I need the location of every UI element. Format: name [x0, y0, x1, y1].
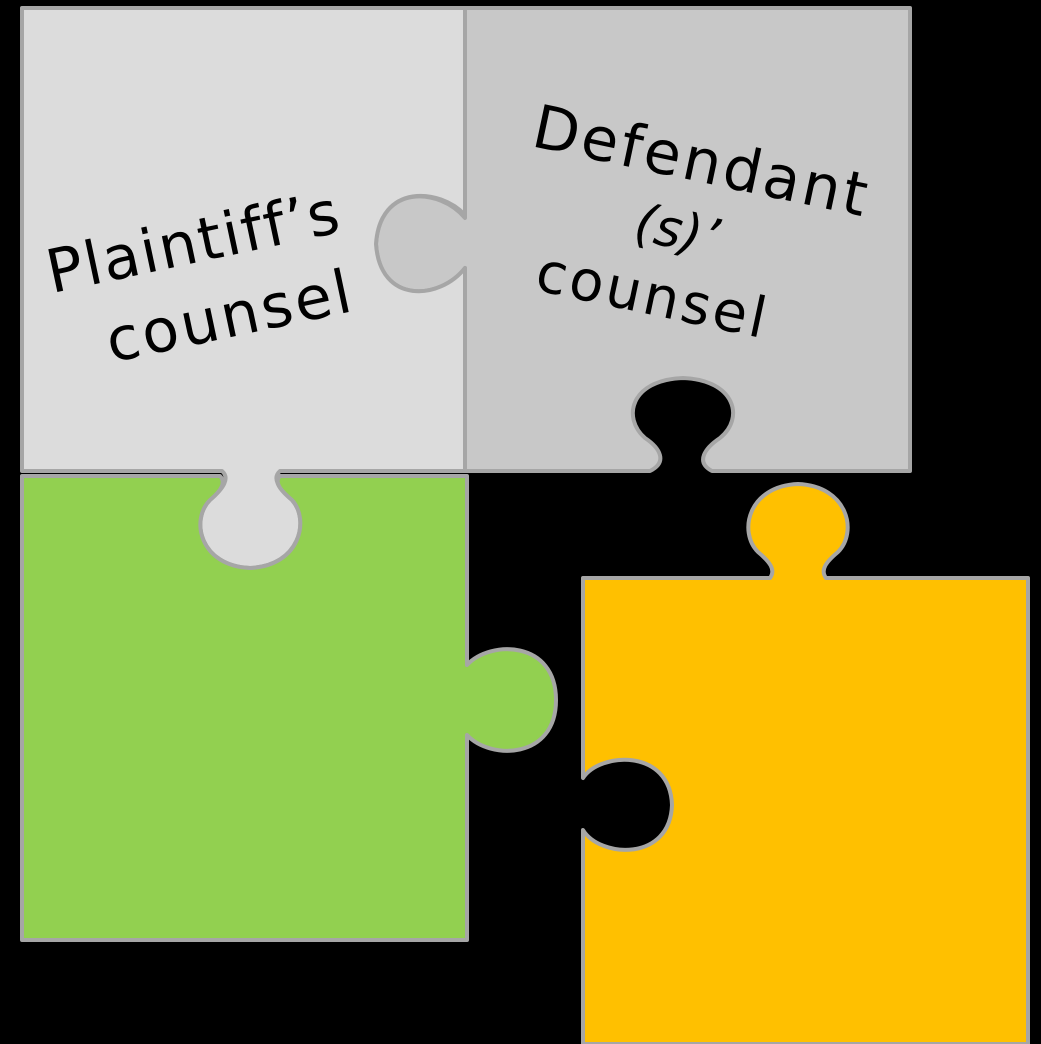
puzzle-piece-orange [581, 482, 1030, 1044]
puzzle-piece-green [20, 474, 558, 942]
